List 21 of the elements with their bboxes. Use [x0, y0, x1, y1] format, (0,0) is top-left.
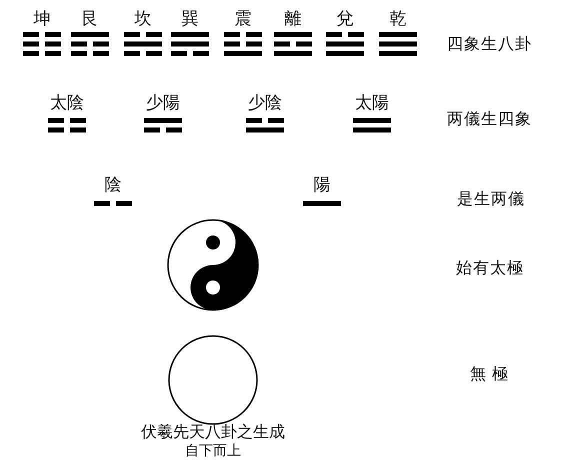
symbol-name: 少陽 [146, 94, 180, 113]
stage-label: 两儀生四象 [447, 111, 532, 129]
symbol-name: 太陰 [50, 94, 84, 113]
symbol-name: 艮 [82, 10, 98, 29]
symbol-name: 乾 [390, 10, 406, 29]
stage-label: 四象生八卦 [447, 36, 532, 54]
symbol-name: 震 [234, 10, 252, 29]
stage-label: 始有太極 [456, 260, 524, 278]
symbol-name: 陽 [314, 176, 330, 195]
stage-label: 無 極 [470, 366, 509, 384]
symbol-name: 巽 [182, 10, 198, 29]
symbol-name: 兌 [336, 10, 354, 29]
caption: 伏羲先天八卦之生成 [141, 424, 285, 442]
symbol-name: 坤 [34, 10, 50, 29]
symbol-name: 太陽 [355, 94, 389, 113]
symbol-name: 離 [284, 10, 302, 29]
stage-label: 是生两儀 [457, 191, 525, 209]
symbol-name: 少陰 [248, 94, 282, 113]
symbol-name: 自下而上 [185, 444, 241, 460]
symbol-name: 陰 [104, 176, 122, 195]
symbol-name: 坎 [134, 10, 152, 29]
